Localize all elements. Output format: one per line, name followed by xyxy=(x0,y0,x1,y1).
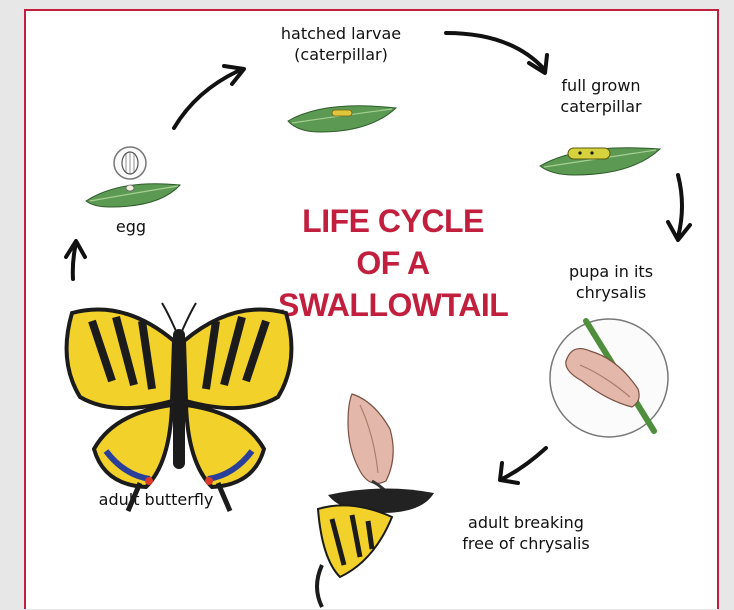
diagram-frame: LIFE CYCLE OF A SWALLOWTAIL hatched larv… xyxy=(24,9,719,609)
adult-butterfly xyxy=(54,301,304,521)
larvae-on-leaf xyxy=(284,96,404,136)
full-grown-caterpillar xyxy=(536,133,666,177)
pupa-in-chrysalis xyxy=(546,315,676,445)
adult-breaking-free xyxy=(282,389,482,609)
egg-illustration xyxy=(80,141,200,216)
